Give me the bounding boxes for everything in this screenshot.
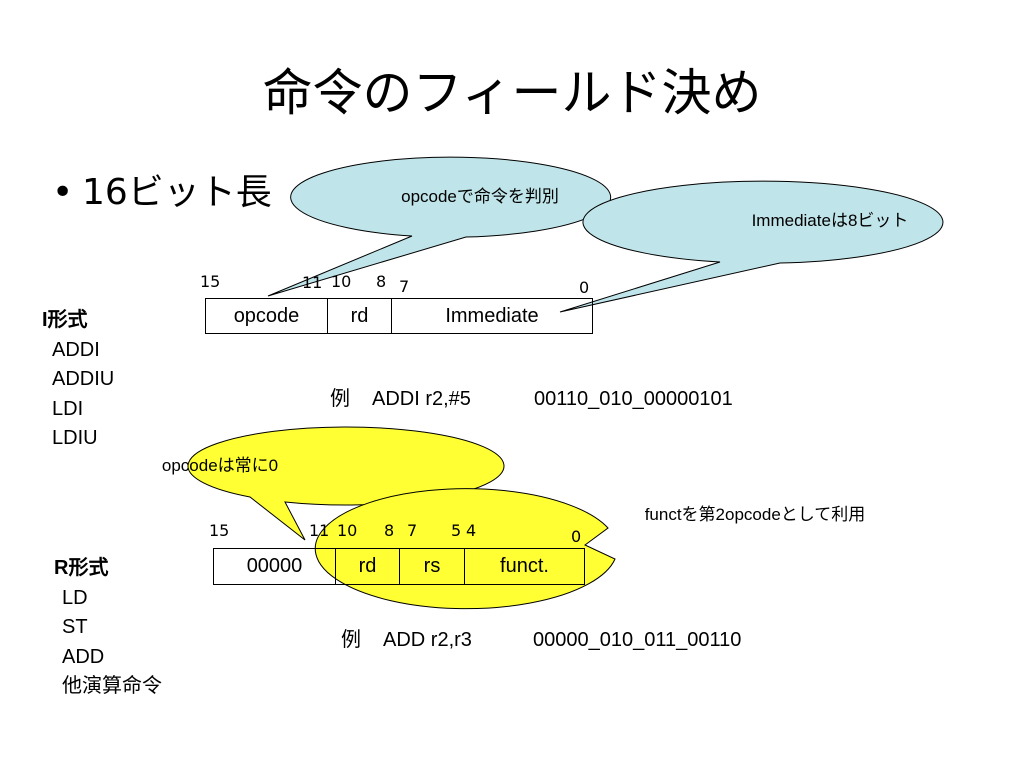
- r-example-encoding: 00000_010_011_00110: [533, 629, 742, 651]
- r-field-opcode-zero: 00000: [213, 548, 335, 585]
- r-bit-11: 11: [309, 521, 330, 540]
- r-bit-7: 7: [407, 521, 418, 540]
- r-field-funct: funct.: [464, 548, 585, 585]
- i-bit-15: 15: [200, 272, 221, 291]
- bullet-dot-icon: •: [52, 172, 74, 213]
- r-bit-5: 5: [451, 521, 462, 540]
- r-bit-10: 10: [337, 521, 358, 540]
- callout-immediate-text: Immediateは8ビット: [751, 211, 909, 230]
- r-format-list: R形式 LD ST ADD 他演算命令: [54, 554, 162, 702]
- r-format-item: 他演算命令: [62, 675, 162, 697]
- r-field-rs: rs: [399, 548, 464, 585]
- callout-immediate-shape: [559, 180, 944, 313]
- i-format-item: ADDIU: [52, 368, 115, 390]
- i-bit-7: 7: [399, 277, 410, 296]
- i-bit-10: 10: [331, 272, 352, 291]
- callout-funct-text: functを第2opcodeとして利用: [644, 505, 866, 524]
- r-bit-0: 0: [571, 527, 582, 546]
- callout-opcode-text: opcodeで命令を判別: [401, 187, 559, 206]
- i-format-item: LDIU: [52, 427, 98, 449]
- bullet-item: •16ビット長: [52, 168, 272, 218]
- i-example-instruction: ADDI r2,#5: [372, 388, 471, 410]
- i-bit-11: 11: [302, 273, 323, 292]
- i-field-immediate: Immediate: [391, 298, 593, 334]
- i-format-item: LDI: [52, 397, 84, 420]
- i-format-header: I形式: [42, 309, 88, 331]
- r-example-prefix: 例: [341, 629, 361, 651]
- i-format-item: ADDI: [52, 338, 100, 361]
- r-bit-8: 8: [384, 521, 395, 540]
- i-format-list: I形式 ADDI ADDIU LDI LDIU: [42, 306, 114, 454]
- i-field-opcode: opcode: [205, 298, 327, 334]
- r-bit-4: 4: [466, 521, 477, 540]
- r-format-item: ADD: [62, 645, 105, 668]
- i-example-encoding: 00110_010_00000101: [534, 388, 733, 410]
- bullet-text: 16ビット長: [82, 172, 272, 213]
- r-format-item: ST: [62, 616, 88, 638]
- i-example-prefix: 例: [330, 388, 350, 410]
- callout-opcode-zero-text: opcodeは常に0: [161, 456, 279, 475]
- r-example-instruction: ADD r2,r3: [383, 629, 472, 651]
- slide-title: 命令のフィールド決め: [262, 64, 762, 122]
- r-format-header: R形式: [54, 557, 109, 579]
- r-field-rd: rd: [335, 548, 399, 585]
- i-field-rd: rd: [327, 298, 391, 334]
- r-format-example: 例 ADD r2,r3 00000_010_011_00110: [341, 627, 741, 653]
- callout-opcode-shape: [267, 156, 612, 297]
- i-bit-0: 0: [579, 278, 590, 297]
- r-format-item: LD: [62, 586, 88, 609]
- r-bit-15: 15: [209, 521, 230, 540]
- i-bit-8: 8: [376, 272, 387, 291]
- i-format-example: 例 ADDI r2,#5 00110_010_00000101: [330, 386, 733, 412]
